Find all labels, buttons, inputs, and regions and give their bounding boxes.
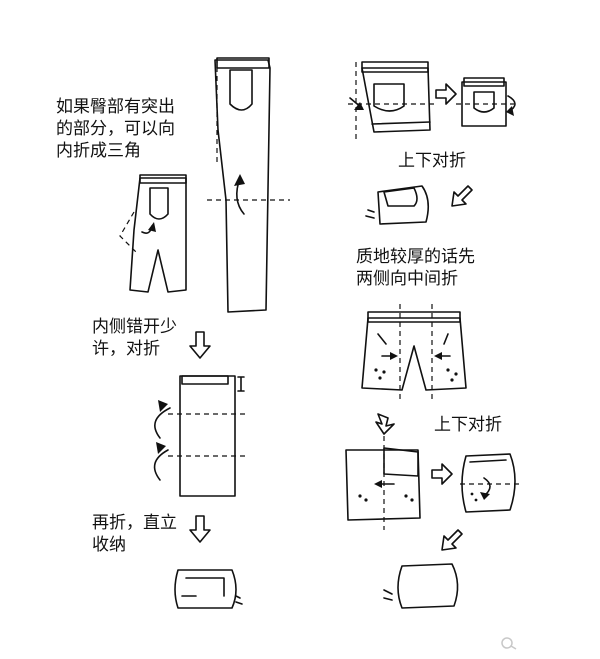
folded-pants-drawing [168,375,245,497]
diagonal-arrow-1 [451,185,473,207]
curved-fold-arrow-2 [153,400,171,481]
stored-pants-drawing [174,569,243,609]
down-arrow-1 [189,331,211,359]
diagonal-arrow-2 [441,529,463,551]
caption-top-bottom-fold-1: 上下对折 [398,151,466,171]
inward-fold-arrows [381,352,451,360]
watermark-logo [500,636,518,653]
shorts-drawing-3 [365,185,430,225]
right-arrow-2 [431,463,453,485]
caption-top-bottom-fold-2: 上下对折 [434,415,502,435]
shorts-drawing-2 [456,77,516,127]
curved-fold-arrow-1 [234,174,245,215]
caption-inner-offset: 内侧错开少 许，对折 [92,317,177,359]
down-arrow-2 [189,515,211,543]
caption-thick-fabric: 质地较厚的话先 两侧向中间折 [356,247,475,289]
shorts-drawing-5 [345,436,421,530]
watermark-magnifier-icon [501,637,517,650]
jeans-triangle-fold-drawing [119,174,187,293]
stored-shorts-drawing [383,563,459,609]
right-arrow-1 [435,83,457,105]
shorts-drawing-6 [460,453,520,513]
caption-fold-again: 再折，直立 收纳 [92,513,177,555]
shorts-drawing-4 [361,304,467,402]
trousers-long-drawing [207,57,290,313]
caption-hip-fold: 如果臀部有突出 的部分，可以向 内折成三角 [56,97,175,161]
down-arrow-3 [375,413,395,435]
curved-arrow-small [141,222,156,234]
shorts-drawing-1 [348,61,434,140]
